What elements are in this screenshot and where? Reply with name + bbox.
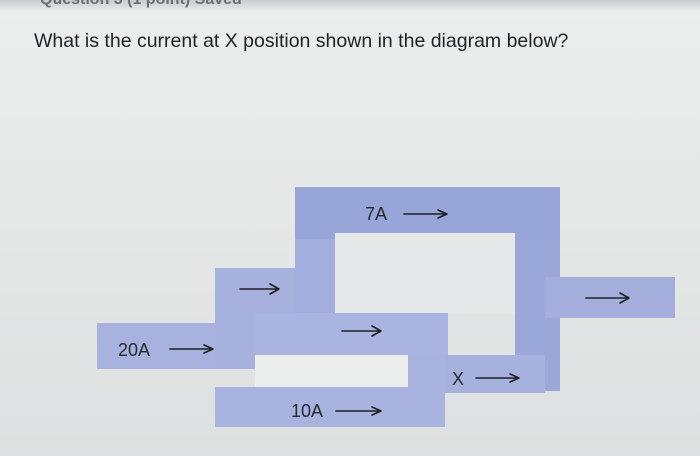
conductor-paths [97,187,675,427]
question-text: What is the current at X position shown … [34,30,569,52]
arrow-7a [403,209,448,219]
bottom-loop-gap [255,355,408,387]
label-10a: 10A [291,401,323,421]
x-segment [445,355,545,393]
arrow-output [585,292,630,304]
top-header-strip: Question 3 (1 point) Saved [0,0,700,10]
label-7a: 7A [365,204,387,224]
label-x: X [452,369,464,389]
middle-bar [255,313,448,355]
arrow-middle-bar [341,325,382,337]
top-branch [295,187,560,239]
question-header-text: Question 3 (1 point) Saved [40,0,242,9]
arrow-left-section [239,283,280,295]
label-20a: 20A [118,340,150,360]
arrow-x [475,373,520,383]
conductor-gaps [255,233,515,387]
bottom-branch-connector [408,355,445,387]
arrow-10a [335,406,382,416]
top-loop-gap [335,233,515,313]
bottom-branch [215,387,445,427]
arrow-20a [169,344,214,354]
input-lead [97,323,222,369]
